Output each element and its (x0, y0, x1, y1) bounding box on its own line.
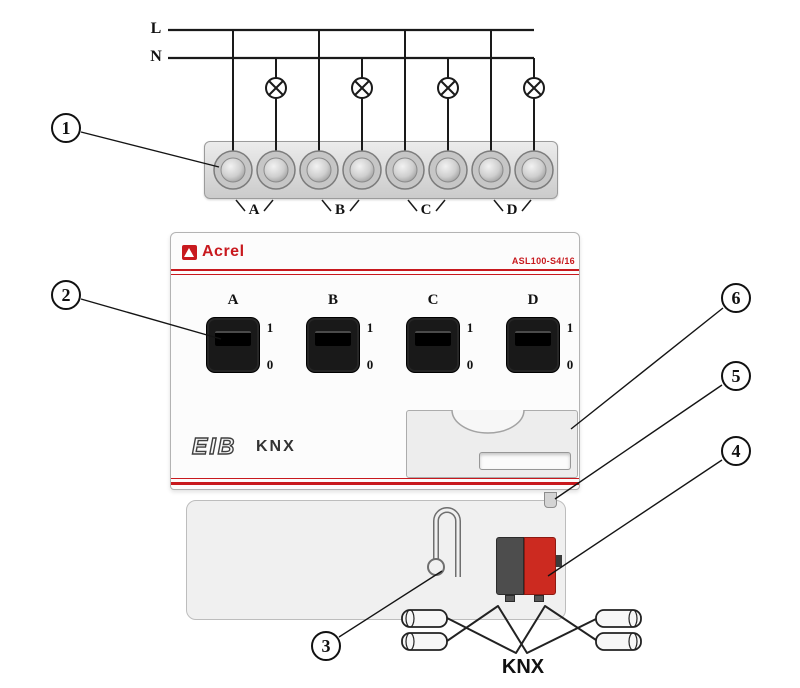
switch-label-d: D (527, 292, 539, 308)
switch-a-position-off: 0 (266, 357, 274, 372)
callout-3-programming-loop: 3 (311, 631, 341, 661)
terminal-pair-label-c: C (420, 202, 432, 218)
accent-stripe-bottom-thick (171, 482, 579, 485)
lamp-icon (351, 58, 373, 155)
callout-4-bus-connector: 4 (721, 436, 751, 466)
bus-connector-minus (496, 537, 524, 595)
switch-label-c: C (427, 292, 439, 308)
knx-logo: KNX (256, 438, 296, 455)
lamp-icon (523, 58, 545, 155)
terminal-screw (213, 150, 253, 190)
switch-rocker (215, 331, 251, 346)
bus-connector-pin (505, 595, 515, 602)
bus-connector-pin (534, 595, 544, 602)
switch-b-position-on: 1 (366, 320, 374, 335)
terminal-screw (342, 150, 382, 190)
lamp-circuits (265, 58, 545, 155)
channel-switch-c (406, 317, 460, 373)
programming-loop (427, 507, 461, 577)
terminal-screw (256, 150, 296, 190)
cover-panel-notch (451, 409, 525, 434)
terminal-screw (299, 150, 339, 190)
terminal-screw (428, 150, 468, 190)
brand-logo-icon (182, 244, 197, 260)
power-bus-lines (168, 28, 534, 60)
channel-switch-b (306, 317, 360, 373)
cable-end-right (595, 609, 642, 651)
accent-stripe-top-thick (171, 269, 579, 271)
terminal-screw (514, 150, 554, 190)
callout-2-channel-switch: 2 (51, 280, 81, 310)
accent-stripe-top-thin (171, 274, 579, 275)
fixing-tab (544, 492, 557, 508)
lamp-icon (437, 58, 459, 155)
terminal-pair-label-b: B (334, 202, 345, 218)
phase-line-label: L (150, 20, 162, 37)
model-number: ASL100-S4/16 (511, 256, 575, 266)
switch-label-b: B (327, 292, 338, 308)
bus-cable-drawing (401, 605, 642, 654)
brand-logo: Acrel (182, 243, 245, 261)
switch-d-position-off: 0 (566, 357, 574, 372)
callout-1-terminal-block: 1 (51, 113, 81, 143)
label-slot (479, 452, 571, 470)
callout-6-cover-panel: 6 (721, 283, 751, 313)
switch-c-position-on: 1 (466, 320, 474, 335)
terminal-screw (471, 150, 511, 190)
terminal-screws (213, 150, 554, 190)
channel-pair-brackets (235, 199, 532, 212)
switch-rocker (415, 331, 451, 346)
bus-connector-clip (556, 555, 562, 567)
switch-rocker (315, 331, 351, 346)
terminal-pair-label-a: A (248, 202, 260, 218)
brand-name: Acrel (202, 243, 245, 260)
switch-b-position-off: 0 (366, 357, 374, 372)
switch-a-position-on: 1 (266, 320, 274, 335)
bus-cable-label: KNX (501, 656, 545, 678)
terminal-pair-label-d: D (506, 202, 518, 218)
accent-stripe-bottom-thin (171, 478, 579, 479)
eib-logo: EIB (191, 432, 237, 459)
cable-end-left (401, 609, 448, 651)
switch-rocker (515, 331, 551, 346)
switch-c-position-off: 0 (466, 357, 474, 372)
switched-phase-drops (232, 30, 492, 155)
callout-leader-lines (80, 131, 724, 638)
bus-connector-plus (524, 537, 556, 595)
neutral-line-label: N (150, 48, 162, 65)
terminal-screw (385, 150, 425, 190)
channel-switch-d (506, 317, 560, 373)
switch-d-position-on: 1 (566, 320, 574, 335)
channel-switch-a (206, 317, 260, 373)
lamp-icon (265, 58, 287, 155)
callout-5-fixing-tab: 5 (721, 361, 751, 391)
switch-label-a: A (227, 292, 239, 308)
